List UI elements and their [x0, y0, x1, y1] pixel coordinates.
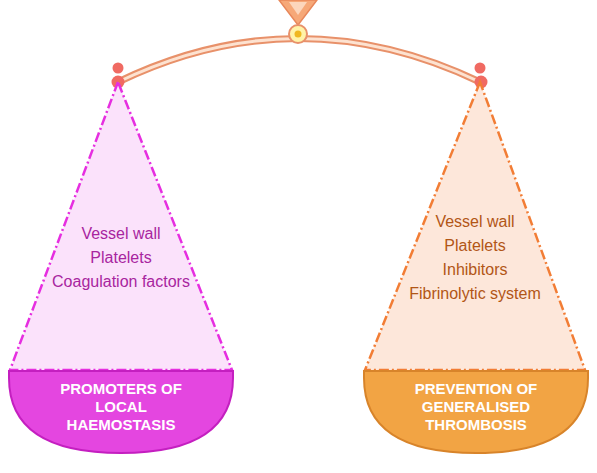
pivot-center — [295, 31, 302, 38]
pan-bowl: PROMOTERS OF LOCAL HAEMOSTASIS — [8, 370, 234, 454]
pan-bowl: PREVENTION OF GENERALISED THROMBOSIS — [363, 370, 589, 454]
component-label: Coagulation factors — [52, 270, 190, 294]
pan-title: PROMOTERS OF LOCAL HAEMOSTASIS — [46, 380, 196, 434]
pan-strings — [10, 82, 232, 370]
text-stack: Vessel wallPlateletsInhibitorsFibrinolyt… — [365, 210, 585, 306]
bowl-outline — [364, 371, 588, 453]
hanger-triangle — [279, 0, 317, 25]
beam-end-knob — [113, 63, 124, 74]
component-label: Vessel wall — [435, 210, 514, 234]
component-label: Platelets — [444, 234, 505, 258]
supply-pan: Vessel wallPlateletsInhibitorsFibrinolyt… — [365, 82, 585, 370]
component-label: Vessel wall — [81, 222, 160, 246]
beam-end-knob — [475, 63, 486, 74]
supply-pan: Vessel wallPlateletsCoagulation factors — [10, 82, 232, 370]
text-stack: Vessel wallPlateletsCoagulation factors — [10, 222, 232, 294]
component-label: Platelets — [90, 246, 151, 270]
hanger-highlight — [289, 2, 307, 15]
component-label: Inhibitors — [443, 258, 508, 282]
pan-strings — [365, 82, 585, 370]
bowl-outline — [9, 371, 233, 453]
text-stack: PROMOTERS OF LOCAL HAEMOSTASIS — [46, 380, 196, 434]
balance-beam — [118, 39, 480, 83]
balance-beam-inner — [118, 39, 480, 83]
pivot — [289, 25, 307, 43]
text-stack: PREVENTION OF GENERALISED THROMBOSIS — [401, 380, 551, 434]
component-label: Fibrinolytic system — [409, 282, 541, 306]
pan-title: PREVENTION OF GENERALISED THROMBOSIS — [401, 380, 551, 434]
